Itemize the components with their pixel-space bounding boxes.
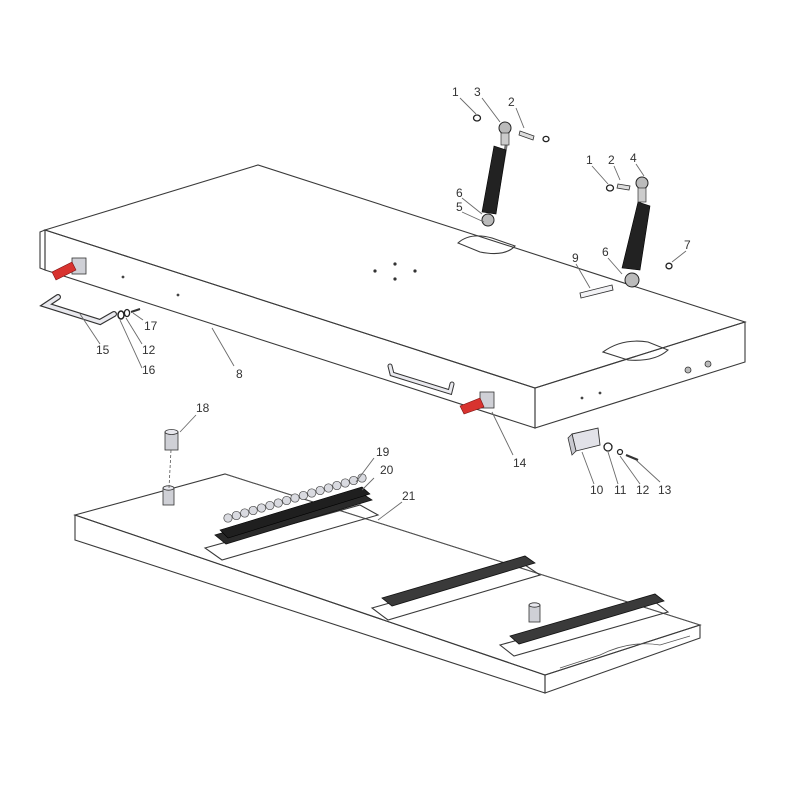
- callout-8: 8: [236, 367, 243, 381]
- callout-2b: 2: [608, 153, 615, 167]
- callout-18: 18: [196, 401, 210, 415]
- callout-19: 19: [376, 445, 390, 459]
- callout-1a: 1: [452, 85, 459, 99]
- callout-21: 21: [402, 489, 416, 503]
- ball: [248, 505, 258, 516]
- callout-6b: 6: [602, 245, 609, 259]
- callout-3: 3: [474, 85, 481, 99]
- tray-bushing-left: [162, 485, 175, 506]
- callout-12a: 12: [142, 343, 156, 357]
- end-hole-3: [580, 396, 584, 400]
- side-hole-1: [121, 275, 125, 279]
- top-cutout-end: [601, 340, 670, 361]
- ball: [223, 513, 233, 523]
- callout-20: 20: [380, 463, 394, 477]
- end-screw-1: [684, 366, 692, 374]
- base-tray: [73, 473, 702, 694]
- ball: [231, 510, 241, 521]
- callout-16: 16: [142, 363, 156, 377]
- ball: [307, 488, 317, 498]
- rail-base-2: [370, 564, 542, 621]
- callout-17: 17: [144, 319, 158, 333]
- ball: [282, 495, 292, 506]
- ball: [290, 493, 300, 503]
- gas-strut-4: [621, 176, 651, 288]
- callout-11: 11: [614, 483, 627, 497]
- ball-row-19: [223, 473, 367, 523]
- ball: [273, 498, 283, 508]
- ball: [323, 483, 334, 493]
- ball: [298, 490, 308, 501]
- bushing-18: [164, 429, 179, 489]
- callout-5: 5: [456, 200, 463, 214]
- ball: [349, 475, 359, 486]
- gas-strut-3: [481, 121, 512, 227]
- side-hole-2: [176, 293, 180, 297]
- callout-7: 7: [684, 238, 691, 252]
- callout-6a: 6: [456, 186, 463, 200]
- callout-9: 9: [572, 251, 579, 265]
- rail-dark-3: [509, 593, 665, 645]
- rail-strip-20: [219, 486, 371, 539]
- leader-lines: [79, 97, 687, 521]
- ball: [332, 480, 342, 491]
- tray-end-flange: [544, 624, 701, 694]
- tray-front-wall: [74, 514, 546, 694]
- ball: [240, 508, 250, 518]
- ball: [265, 500, 275, 511]
- ball: [256, 503, 267, 513]
- callout-13: 13: [658, 483, 672, 497]
- panel-right-end: [534, 321, 746, 429]
- top-cutout-center: [456, 235, 516, 255]
- rail-dark-2: [381, 555, 536, 607]
- handle-15: [39, 294, 117, 326]
- seat-panel: [39, 164, 747, 429]
- callout-4: 4: [630, 151, 637, 165]
- latch-left-red: [51, 257, 87, 281]
- panel-front-side: [44, 229, 536, 429]
- callout-15: 15: [96, 343, 110, 357]
- callout-2a: 2: [508, 95, 515, 109]
- strut-hardware: [472, 114, 673, 299]
- ball: [340, 478, 350, 488]
- callout-10: 10: [590, 483, 604, 497]
- bracket-hardware: [567, 427, 639, 462]
- ball: [315, 485, 325, 496]
- tray-bushing-right: [528, 602, 541, 623]
- tray-end-cutout: [559, 635, 691, 669]
- latch-right-red: [459, 391, 495, 415]
- callout-1b: 1: [586, 153, 593, 167]
- rail-base-3: [498, 601, 670, 657]
- end-hole-4: [598, 391, 602, 395]
- panel-left-end: [39, 229, 46, 271]
- washers-16-12-17: [117, 308, 141, 320]
- callout-12b: 12: [636, 483, 650, 497]
- callout-14: 14: [513, 456, 527, 470]
- mount-holes: [373, 262, 417, 281]
- callout-labels: 1 3 2 1 2 4 6 5 7 9 6 17 12 16 15 8 14 1…: [96, 85, 691, 503]
- end-screw-2: [704, 360, 712, 368]
- panel-handle: [387, 363, 455, 396]
